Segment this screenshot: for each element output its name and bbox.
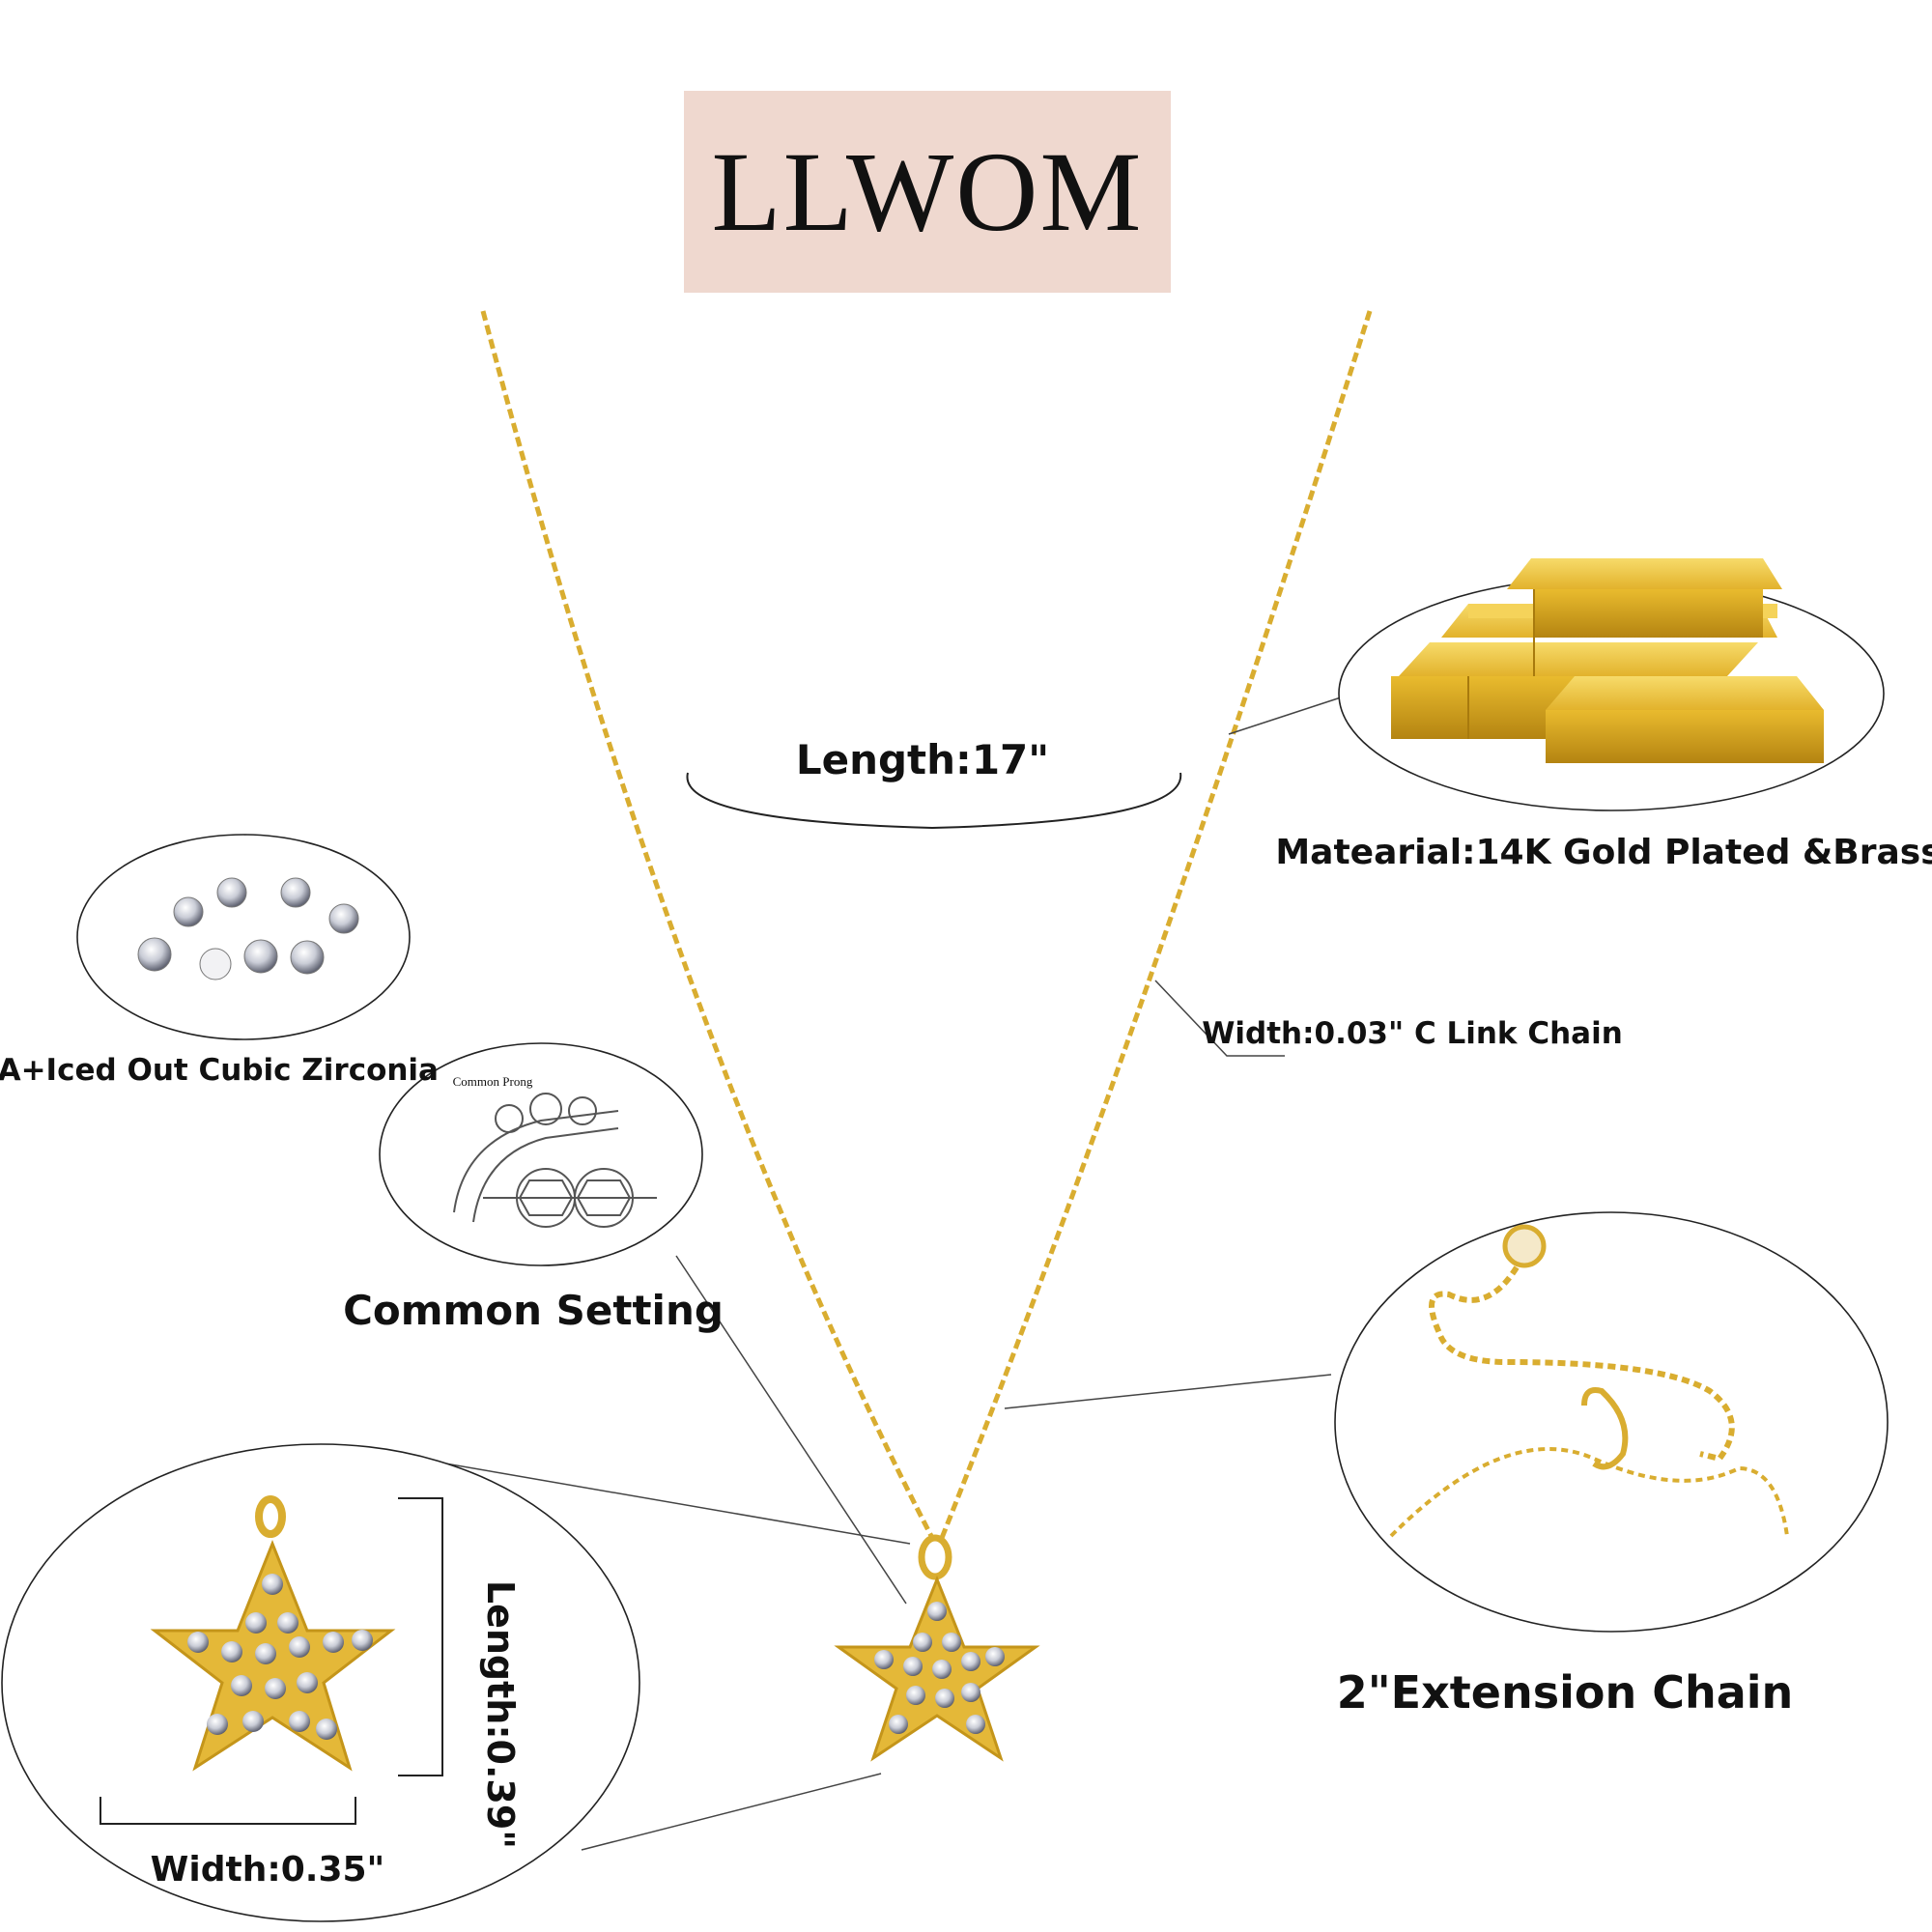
zirconia-stones-icon (76, 834, 411, 1040)
common-prong-caption: Common Prong (452, 1074, 533, 1089)
pendant-length-label: Length:0.39" (479, 1579, 522, 1850)
chain-width-label: Width:0.03" C Link Chain (1202, 1016, 1623, 1051)
necklace-chain (480, 310, 1373, 1540)
zirconia-label: 5A+Iced Out Cubic Zirconia (0, 1053, 439, 1088)
gold-bars-icon (1338, 558, 1885, 811)
common-setting-label: Common Setting (343, 1287, 724, 1334)
brand-name: LLWOM (711, 128, 1144, 255)
material-label: Matearial:14K Gold Plated &Brass (1275, 833, 1932, 872)
length-arc (686, 772, 1182, 830)
pendant-width-label: Width:0.35" (150, 1850, 385, 1889)
pendant-detail-icon (1, 1443, 640, 1922)
length-label: Length:17" (795, 736, 1050, 783)
prong-setting-sketch-icon (379, 1042, 703, 1266)
extension-chain-icon (1334, 1211, 1889, 1633)
star-pendant-icon (834, 1534, 1040, 1762)
brand-banner: LLWOM (684, 91, 1171, 293)
extension-chain-label: 2"Extension Chain (1336, 1666, 1794, 1719)
callout-lines (416, 696, 1342, 1851)
